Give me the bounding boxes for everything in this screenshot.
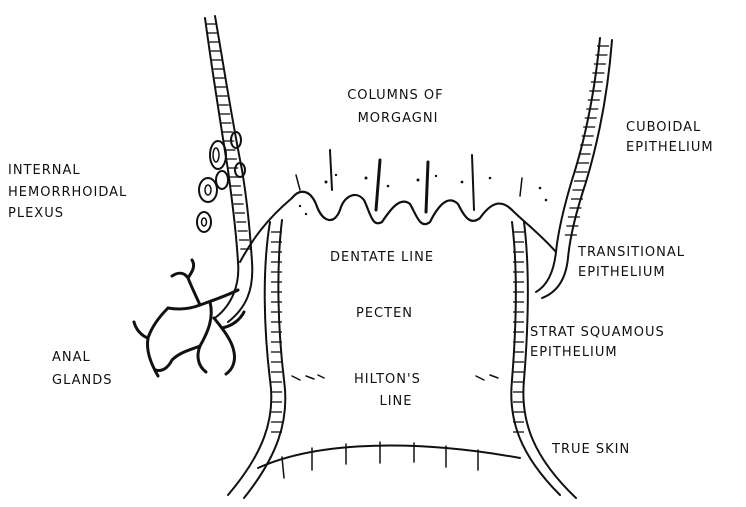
label-cuboidal-epithelium: CUBOIDAL EPITHELIUM: [626, 120, 714, 155]
labels: INTERNAL HEMORRHOIDAL PLEXUS COLUMNS OF …: [8, 88, 714, 457]
label-hiltons-line: HILTON'S LINE: [354, 372, 426, 409]
label-transitional-epithelium: TRANSITIONAL EPITHELIUM: [577, 245, 690, 280]
label-dentate-line: DENTATE LINE: [330, 250, 434, 265]
anal-glands: [134, 260, 244, 376]
true-skin-line: [258, 442, 520, 478]
label-anal-glands: ANAL GLANDS: [52, 350, 113, 388]
columns-of-morgagni: [240, 150, 556, 262]
label-columns-of-morgagni: COLUMNS OF MORGAGNI: [347, 88, 449, 126]
label-strat-squamous-epithelium: STRAT SQUAMOUS EPITHELIUM: [530, 325, 670, 360]
label-internal-hemorrhoidal-plexus: INTERNAL HEMORRHOIDAL PLEXUS: [8, 163, 132, 221]
label-true-skin: TRUE SKIN: [551, 442, 630, 457]
hemorrhoidal-plexus: [197, 132, 245, 232]
label-pecten: PECTEN: [356, 306, 413, 321]
